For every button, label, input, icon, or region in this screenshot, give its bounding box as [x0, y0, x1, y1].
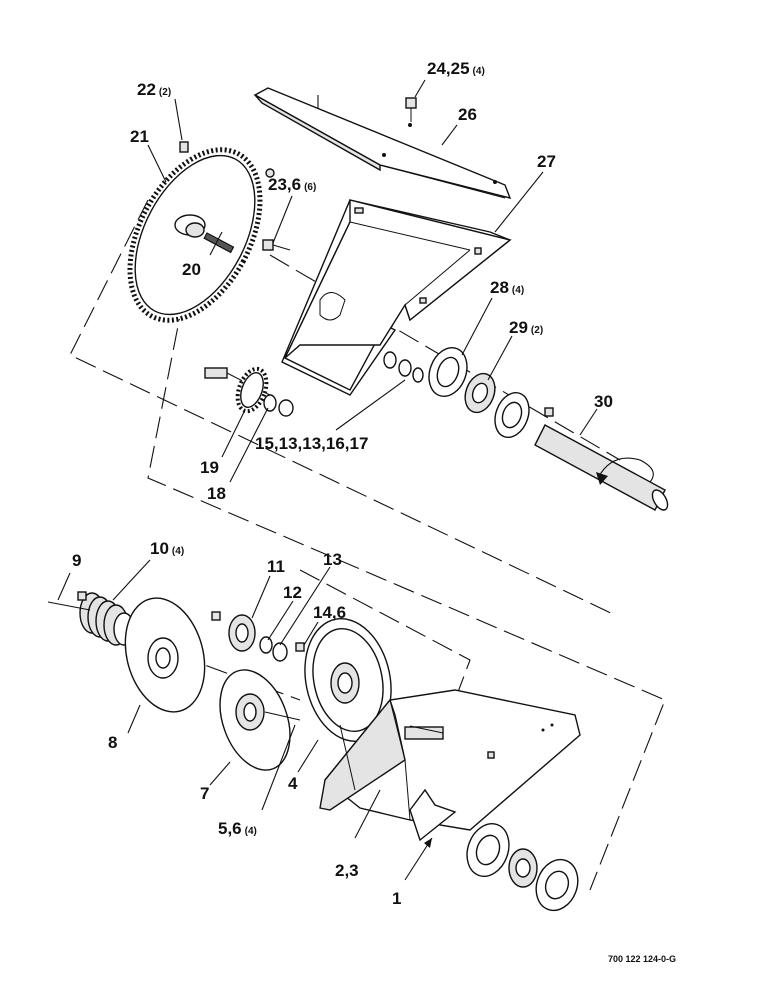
bolt-top-sprocket-icon: [265, 168, 275, 178]
callout-5-6: 5,6(4): [218, 819, 257, 838]
bearing-flange-right-icon: [494, 392, 530, 438]
callout-9: 9: [72, 551, 81, 570]
callout-21: 21: [130, 127, 149, 146]
bearing-29-icon: [464, 372, 496, 414]
callout-4: 4: [288, 774, 298, 793]
washer-stack-icon: [383, 351, 424, 383]
callout-23-6: 23,6(6): [268, 175, 316, 194]
disc-8-icon: [124, 597, 206, 713]
callout-1: 1: [392, 889, 401, 908]
callout-24-25: 24,25(4): [427, 59, 485, 78]
top-cover-plate: [253, 87, 512, 200]
upper-housing: [281, 199, 512, 396]
nut-small-icon: [544, 407, 554, 417]
drawing-code: 700 122 124-0-G: [608, 954, 676, 964]
callout-labels: 22(2) 21 20 24,25(4) 26 27 23,6(6) 28(4)…: [72, 59, 613, 908]
small-sprocket-icon: [204, 366, 294, 417]
callout-26: 26: [458, 105, 477, 124]
bolt-23-icon: [262, 239, 291, 251]
callout-2-3: 2,3: [335, 861, 359, 880]
large-sprocket-icon: [127, 147, 263, 323]
callout-18: 18: [207, 484, 226, 503]
disc-7-icon: [219, 669, 301, 771]
spacer-12-icon: [259, 636, 288, 662]
callout-29: 29(2): [509, 318, 543, 337]
bearing-flange-28-icon: [428, 347, 468, 397]
drive-shaft-icon: [534, 424, 669, 511]
leader-lines: [57, 79, 598, 881]
callout-13: 13: [323, 550, 342, 569]
callout-20: 20: [182, 260, 201, 279]
disc-4-icon: [304, 618, 392, 742]
callout-22: 22(2): [137, 80, 171, 99]
lower-housing: [319, 689, 581, 831]
callout-28: 28(4): [490, 278, 524, 297]
bearing-11-icon: [211, 611, 256, 652]
callout-27: 27: [537, 152, 556, 171]
callout-11: 11: [267, 557, 285, 576]
callout-12: 12: [283, 583, 302, 602]
callout-8: 8: [108, 733, 117, 752]
callout-14-6: 14,6: [313, 603, 346, 622]
callout-10: 10(4): [150, 539, 184, 558]
callout-7: 7: [200, 784, 209, 803]
bolt-14-icon: [295, 642, 305, 652]
lower-bearing-flange-icon: [466, 823, 579, 912]
shield-piece-icon: [409, 788, 457, 842]
callout-15-13-13-16-17: 15,13,13,16,17: [255, 434, 368, 453]
callout-19: 19: [200, 458, 219, 477]
callout-30: 30: [594, 392, 613, 411]
spring-stack-icon: [47, 591, 135, 646]
set-screw-22-icon: [179, 141, 189, 153]
bolt-24-icon: [405, 97, 417, 122]
